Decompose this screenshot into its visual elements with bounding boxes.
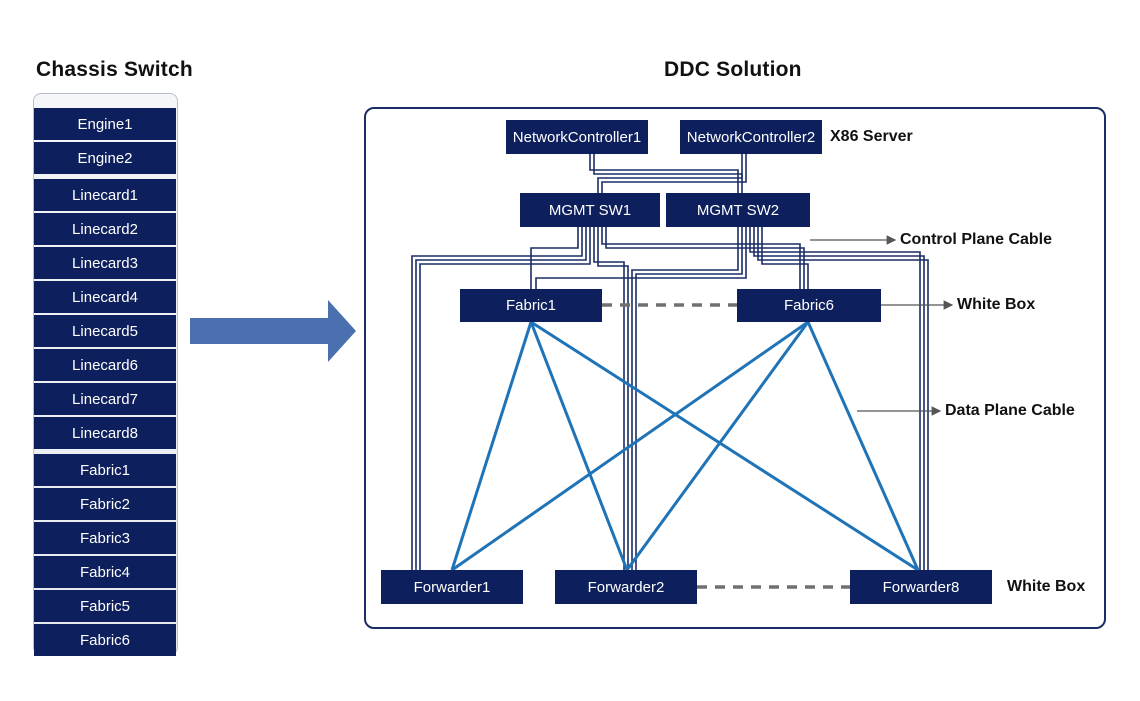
slot-linecard4: Linecard4 (34, 281, 176, 313)
chassis-switch-title: Chassis Switch (36, 58, 193, 81)
control-plane-cable-label: Control Plane Cable (900, 231, 1053, 248)
data-plane-cable-label: Data Plane Cable (945, 402, 1075, 419)
slot-fabric6: Fabric6 (34, 624, 176, 656)
fabric6-node: Fabric6 (737, 289, 881, 322)
slot-engine2: Engine2 (34, 142, 176, 174)
slot-linecard2: Linecard2 (34, 213, 176, 245)
slot-linecard7: Linecard7 (34, 383, 176, 415)
slot-linecard5: Linecard5 (34, 315, 176, 347)
network-controller-1-node: NetworkController1 (506, 120, 648, 154)
white-box-forwarder-label: White Box (1007, 578, 1086, 595)
slot-linecard1: Linecard1 (34, 179, 176, 211)
ddc-solution-title: DDC Solution (664, 58, 802, 81)
mgmt-sw1-node: MGMT SW1 (520, 193, 660, 227)
slot-linecard6: Linecard6 (34, 349, 176, 381)
x86-server-label: X86 Server (830, 128, 913, 145)
slot-fabric1: Fabric1 (34, 454, 176, 486)
slot-linecard3: Linecard3 (34, 247, 176, 279)
mgmt-sw2-node: MGMT SW2 (666, 193, 810, 227)
slot-fabric2: Fabric2 (34, 488, 176, 520)
white-box-fabric-label: White Box (957, 296, 1036, 313)
slot-linecard8: Linecard8 (34, 417, 176, 449)
forwarder1-node: Forwarder1 (381, 570, 523, 604)
fabric1-node: Fabric1 (460, 289, 602, 322)
slot-fabric3: Fabric3 (34, 522, 176, 554)
chassis-slot-list: Engine1 Engine2 Linecard1 Linecard2 Line… (34, 108, 176, 658)
transition-arrow-icon (190, 300, 356, 362)
data-plane-cables (450, 320, 920, 572)
slot-fabric5: Fabric5 (34, 590, 176, 622)
forwarder8-node: Forwarder8 (850, 570, 992, 604)
forwarder2-node: Forwarder2 (555, 570, 697, 604)
slot-engine1: Engine1 (34, 108, 176, 140)
slot-fabric4: Fabric4 (34, 556, 176, 588)
network-controller-2-node: NetworkController2 (680, 120, 822, 154)
